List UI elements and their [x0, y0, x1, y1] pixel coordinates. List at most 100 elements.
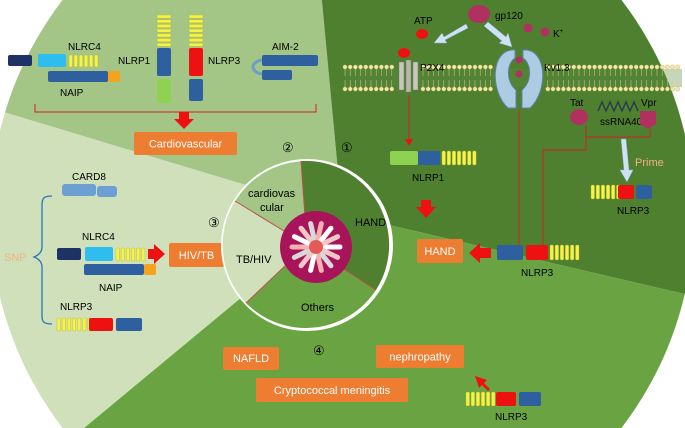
p2x4-to-nlrp1-arrowhead	[405, 139, 413, 146]
nlrp3o-label: NLRP3	[495, 412, 528, 423]
nlrp1h-label: NLRP1	[412, 173, 445, 184]
gp120-to-kv13-arrow	[483, 21, 513, 48]
crypto-box-label: Cryptococcal meningitis	[274, 385, 391, 397]
cardiovascular-box-label: Cardiovascular	[149, 139, 223, 151]
lrr-repeat	[188, 43, 204, 47]
complex-spoke	[320, 234, 341, 247]
sector-hand	[320, 0, 685, 300]
complex-spoke	[291, 247, 312, 260]
lrr-repeat	[188, 19, 204, 24]
nlrc4-card-domain	[8, 55, 32, 66]
lrr-repeat	[82, 317, 87, 332]
hand-box	[417, 239, 463, 263]
lipid-head	[462, 86, 467, 92]
lipid-head	[576, 86, 582, 92]
complex-spoke	[315, 252, 324, 273]
nlrp3c-pyd-domain	[497, 245, 523, 260]
lipid-head	[462, 64, 467, 70]
lrr-repeat	[491, 391, 496, 407]
lipid-head	[555, 86, 561, 92]
nlrc4tb-nacht-domain	[85, 247, 113, 261]
nlrp3-vertical-protein	[188, 14, 204, 101]
lipid-head	[607, 64, 613, 70]
tat-molecule	[570, 109, 588, 125]
lipid-head	[628, 64, 634, 70]
lrr-repeat	[465, 391, 470, 407]
center-hand-label: HAND	[355, 217, 386, 229]
lipid-head	[358, 86, 363, 92]
lrr-repeat	[156, 33, 172, 38]
nlrp3-lrr-repeats	[188, 14, 204, 47]
membrane-band	[345, 69, 682, 87]
lrr-repeat	[452, 150, 456, 166]
inflammasome-complex-icon	[289, 221, 343, 273]
prime-arrow	[619, 138, 634, 183]
lrr-repeat	[446, 150, 451, 166]
nlrp1h-lrr-repeats	[441, 150, 477, 166]
nlrp3r-nacht-domain	[618, 185, 634, 199]
lipid-head	[587, 64, 592, 70]
lipid-head	[347, 64, 353, 70]
snp-label: SNP	[4, 252, 27, 264]
k-ion-label: K+	[553, 29, 564, 40]
nlrp3tb-label: NLRP3	[60, 302, 93, 313]
lipid-head	[342, 86, 348, 92]
complex-spoke	[298, 250, 314, 269]
lipid-head	[353, 86, 358, 92]
lipid-head	[373, 64, 379, 70]
p2x4-label: P2X4	[420, 63, 445, 74]
lipid-head	[639, 64, 644, 70]
p2x4-helix-2	[405, 59, 412, 93]
lipid-head	[457, 86, 462, 92]
center-others-label: Others	[301, 302, 335, 314]
vpr-label: Vpr	[641, 98, 657, 109]
lrr-repeat	[476, 391, 480, 407]
ligand-bracket	[585, 125, 651, 138]
nlrp3-center-protein	[497, 244, 580, 261]
lrr-repeat	[68, 54, 73, 68]
lipid-head	[451, 86, 457, 92]
lipid-head	[571, 86, 577, 92]
lipid-head	[675, 86, 681, 92]
naiptb-label: NAIP	[99, 283, 123, 294]
nlrc4-label: NLRC4	[68, 42, 101, 53]
kv13-channel	[494, 49, 544, 109]
nlrp3-to-hand-arrow	[469, 243, 491, 263]
gp120-to-atp-arrow	[433, 23, 469, 44]
lipid-head	[613, 64, 618, 70]
lrr-repeat	[188, 24, 204, 28]
ssrna40-strand	[597, 100, 639, 113]
lipid-head	[644, 86, 649, 92]
hand-panel: ATP P2X4 gp120 K+ Kv1.3 Tat	[390, 5, 664, 279]
lrr-repeat	[565, 244, 569, 261]
naip-protein	[48, 71, 120, 82]
nephropathy-box-label: nephropathy	[389, 352, 451, 364]
others-panel: NAFLD nephropathy Cryptococcal meningiti…	[223, 345, 541, 423]
lrr-repeat	[590, 184, 595, 200]
lipid-head	[633, 86, 639, 92]
nlrc4-nacht-domain	[38, 54, 66, 67]
lipid-head	[472, 64, 478, 70]
p2x4-helix-1	[398, 61, 405, 91]
lrr-repeat	[131, 247, 136, 262]
aim2-protein	[251, 55, 318, 80]
lrr-repeat	[188, 14, 204, 19]
lipid-head	[659, 64, 665, 70]
lipid-head	[472, 86, 478, 92]
naip-tip-domain	[108, 71, 120, 82]
nlrp1-card-domain	[157, 79, 171, 103]
nlrc4-tb-protein	[57, 247, 146, 262]
lrr-repeat	[156, 43, 172, 47]
lipid-head	[379, 86, 384, 92]
kv13-right-lobe	[521, 49, 544, 109]
lrr-repeat	[156, 28, 172, 33]
prime-label: Prime	[635, 157, 664, 169]
number-3: ③	[208, 215, 220, 230]
kv13-ion-2	[515, 70, 523, 78]
sector-others	[60, 214, 685, 428]
complex-spoke	[318, 225, 334, 244]
lipid-head	[654, 64, 660, 70]
card8-fiind-domain	[62, 184, 96, 196]
